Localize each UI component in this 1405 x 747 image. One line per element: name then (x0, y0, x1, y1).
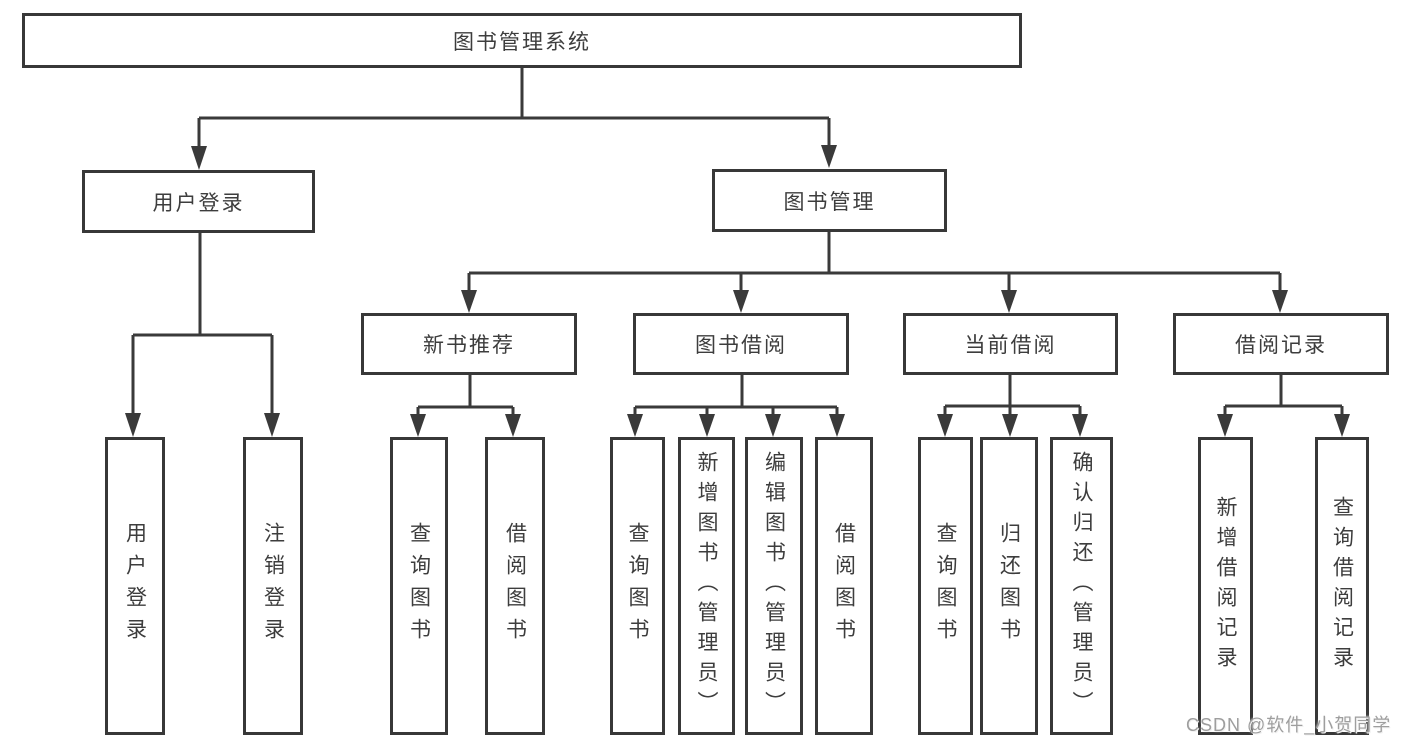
leaf-logout: 注销登录 (243, 437, 303, 735)
leaf-query-books-2: 查询图书 (610, 437, 665, 735)
leaf-return-books: 归还图书 (980, 437, 1038, 735)
leaf-label: 查询借阅记录 (1330, 496, 1354, 676)
leaf-query-books-1: 查询图书 (390, 437, 448, 735)
leaf-add-books-admin: 新增图书（管理员） (678, 437, 735, 735)
node-current-borrow: 当前借阅 (903, 313, 1118, 375)
leaf-label: 查询图书 (407, 522, 431, 650)
leaf-label: 查询图书 (934, 522, 957, 650)
leaf-confirm-return-admin: 确认归还（管理员） (1050, 437, 1113, 735)
leaf-label: 借阅图书 (832, 522, 856, 650)
leaf-label: 用户登录 (123, 522, 147, 650)
leaf-user-login: 用户登录 (105, 437, 165, 735)
csdn-watermark: CSDN @软件_小贺同学 (1186, 715, 1392, 735)
leaf-add-borrow-record: 新增借阅记录 (1198, 437, 1253, 735)
leaf-label: 归还图书 (997, 522, 1021, 650)
leaf-label: 注销登录 (261, 522, 285, 650)
leaf-query-books-3: 查询图书 (918, 437, 973, 735)
leaf-label: 查询图书 (626, 522, 649, 650)
node-book-management: 图书管理 (712, 169, 947, 232)
leaf-label: 借阅图书 (503, 522, 527, 650)
node-user-login: 用户登录 (82, 170, 315, 233)
leaf-label: 新增图书（管理员） (695, 451, 718, 721)
leaf-borrow-books-1: 借阅图书 (485, 437, 545, 735)
leaf-edit-books-admin: 编辑图书（管理员） (745, 437, 803, 735)
leaf-label: 编辑图书（管理员） (762, 451, 786, 721)
leaf-query-borrow-record: 查询借阅记录 (1315, 437, 1369, 735)
leaf-label: 确认归还（管理员） (1070, 451, 1093, 721)
node-new-book-recommend: 新书推荐 (361, 313, 577, 375)
leaf-label: 新增借阅记录 (1214, 496, 1237, 676)
leaf-borrow-books-2: 借阅图书 (815, 437, 873, 735)
node-book-borrow: 图书借阅 (633, 313, 849, 375)
node-borrow-records: 借阅记录 (1173, 313, 1389, 375)
node-root-library-system: 图书管理系统 (22, 13, 1022, 68)
